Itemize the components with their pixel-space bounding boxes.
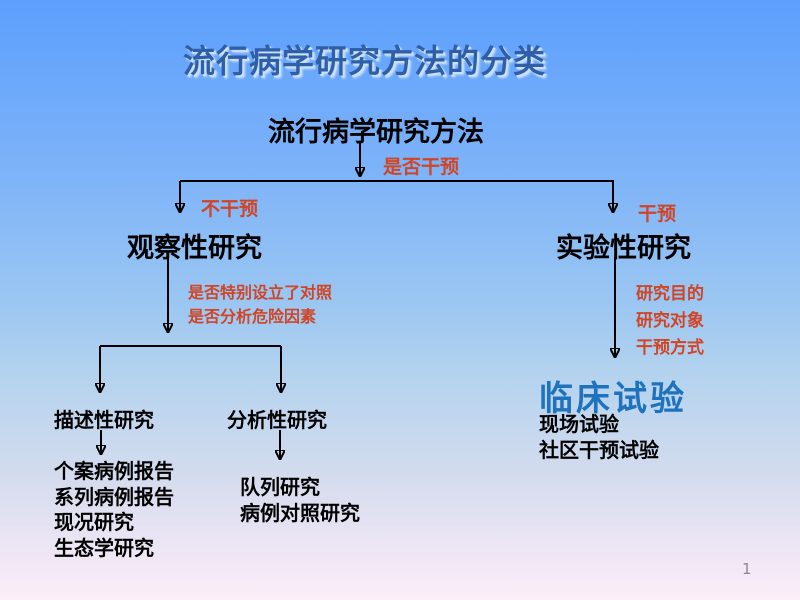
label-intervention-method: 干预方式: [636, 338, 704, 358]
list-item: 生态学研究: [54, 535, 154, 560]
list-item: 现场试验: [539, 412, 619, 436]
node-descriptive: 描述性研究: [54, 408, 154, 432]
list-descriptive-items: 个案病例报告 系列病例报告 现况研究 生态学研究: [54, 459, 174, 561]
list-experimental-items: 现场试验 社区干预试验: [539, 411, 659, 463]
node-clinical-trial: 临床试验: [539, 379, 687, 419]
label-decision-root: 是否干预: [383, 156, 460, 178]
list-item: 病例对照研究: [240, 501, 360, 525]
list-item: 现况研究: [54, 510, 134, 534]
label-intervention: 干预: [638, 203, 677, 225]
node-experimental: 实验性研究: [556, 233, 691, 264]
label-decision-risk: 是否分析危险因素: [188, 307, 317, 326]
list-item: 个案病例报告: [54, 459, 174, 483]
label-no-intervention: 不干预: [201, 198, 259, 220]
label-study-subject: 研究对象: [636, 311, 704, 331]
node-observational: 观察性研究: [127, 233, 262, 264]
node-root: 流行病学研究方法: [268, 117, 484, 148]
list-item: 系列病例报告: [54, 484, 174, 509]
slide-title: 流行病学研究方法的分类: [183, 42, 547, 80]
label-decision-control: 是否特别设立了对照: [188, 283, 333, 302]
page-number: 1: [742, 560, 752, 578]
label-study-purpose: 研究目的: [636, 284, 704, 304]
list-item: 社区干预试验: [539, 438, 659, 462]
node-analytical: 分析性研究: [227, 408, 327, 432]
list-analytical-items: 队列研究 病例对照研究: [240, 474, 360, 526]
list-item: 队列研究: [240, 475, 320, 499]
